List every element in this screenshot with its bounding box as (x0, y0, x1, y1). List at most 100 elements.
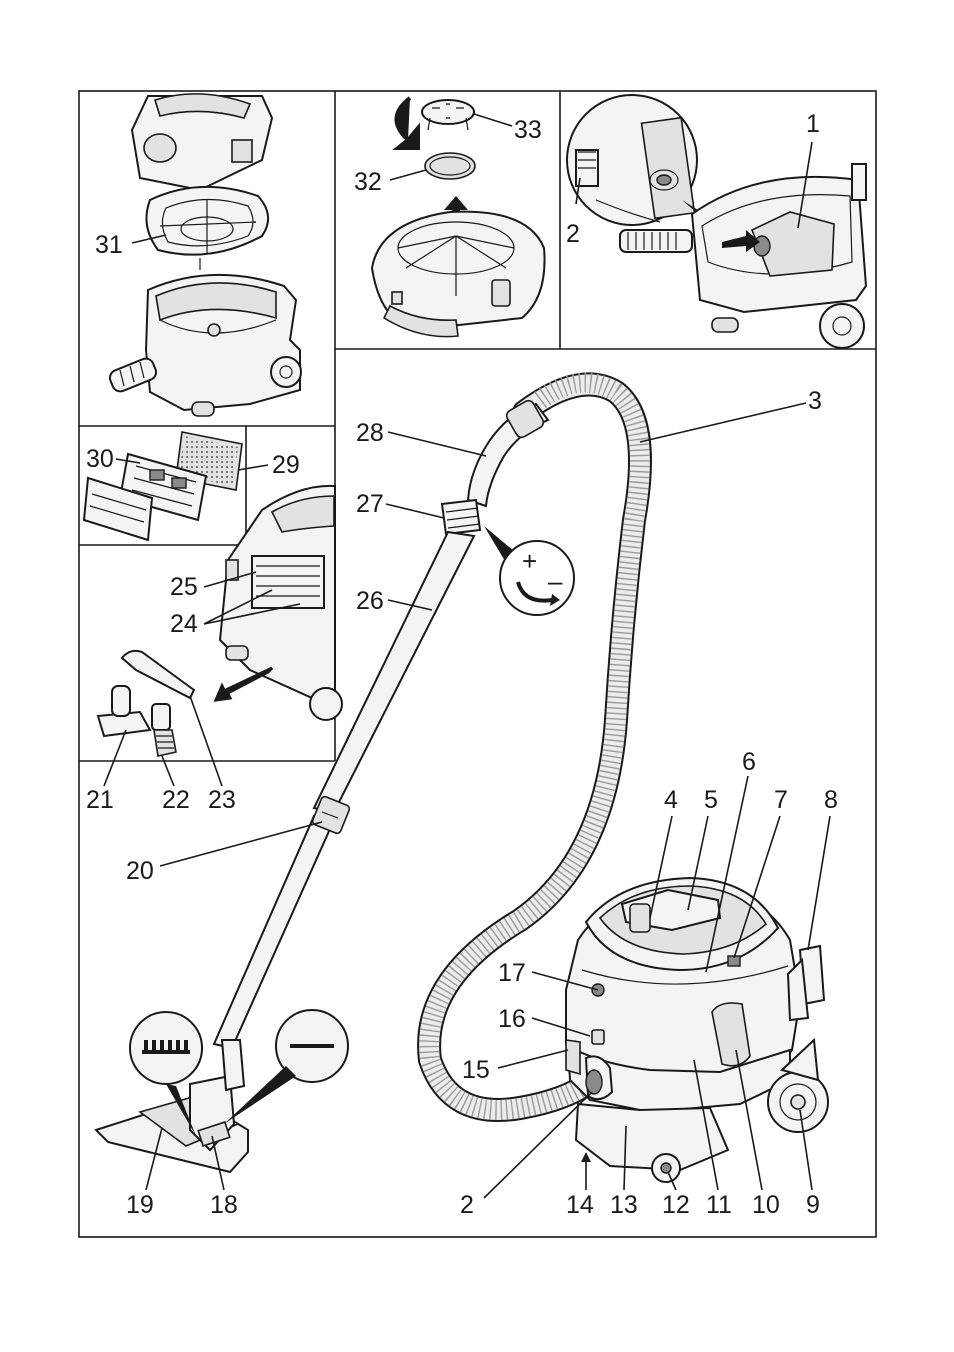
panel-accessory-storage: 25 24 21 22 23 (86, 484, 343, 814)
hose-handle-28 (466, 399, 550, 508)
leader-16 (531, 1017, 591, 1037)
leader-5 (687, 815, 709, 911)
leader-24b (203, 603, 301, 625)
label-16: 16 (498, 1005, 526, 1033)
leader-4 (649, 815, 673, 919)
crevice-nozzle-23 (120, 649, 196, 700)
smooth-floor-icon (224, 1009, 349, 1124)
remove-arrow-icon (213, 666, 274, 702)
leader-29 (237, 464, 269, 471)
minus-symbol: – (548, 566, 563, 596)
label-26: 26 (356, 587, 384, 615)
suction-hose-3 (417, 372, 652, 1122)
leader-13 (623, 1125, 627, 1191)
label-22: 22 (162, 786, 190, 814)
leader-32 (389, 169, 427, 181)
leader-11 (693, 1059, 719, 1191)
flat-filter-disc-32 (424, 152, 476, 180)
vacuum-device-body (565, 876, 829, 1183)
leader-30 (115, 458, 141, 464)
label-15: 15 (462, 1056, 490, 1084)
label-33: 33 (514, 116, 542, 144)
container-body-illustration (108, 274, 302, 417)
label-17: 17 (498, 959, 526, 987)
adjust-plus-minus-icon: + – (484, 526, 575, 616)
leader-8 (807, 815, 831, 951)
label-2-main: 2 (460, 1191, 474, 1219)
leader-10 (735, 1049, 763, 1191)
container-with-bag-illustration (619, 163, 868, 349)
upholstery-nozzle-21 (96, 685, 152, 738)
leader-14-arrowhead (581, 1152, 591, 1162)
label-20: 20 (126, 857, 154, 885)
label-12: 12 (662, 1191, 690, 1219)
plus-symbol: + (522, 546, 537, 576)
lid-top-illustration (130, 93, 274, 192)
leader-3 (639, 402, 807, 443)
device-rear-illustration (218, 484, 343, 721)
label-2-top: 2 (566, 220, 580, 248)
panel-flat-filter: 33 32 (354, 96, 546, 338)
label-23: 23 (208, 786, 236, 814)
leader-1 (797, 141, 813, 229)
filter-retainer-33 (421, 99, 475, 131)
panel-lid-filter-basket: 31 (95, 93, 302, 417)
air-regulation-slide-27 (440, 498, 482, 536)
label-4: 4 (664, 786, 678, 814)
label-6: 6 (742, 748, 756, 776)
leader-21 (103, 729, 127, 787)
leader-25 (203, 571, 257, 588)
filter-basket-31 (145, 185, 269, 270)
label-13: 13 (610, 1191, 638, 1219)
leader-26 (387, 599, 433, 611)
label-31: 31 (95, 231, 123, 259)
label-7: 7 (774, 786, 788, 814)
label-29: 29 (272, 451, 300, 479)
label-28: 28 (356, 419, 384, 447)
label-1: 1 (806, 110, 820, 138)
motor-head-illustration (370, 210, 546, 338)
leader-2-top (575, 177, 581, 205)
grille-cover (82, 476, 154, 542)
leader-27 (385, 503, 445, 519)
leader-15 (497, 1049, 569, 1069)
label-18: 18 (210, 1191, 238, 1219)
leader-6 (705, 775, 749, 973)
label-27: 27 (356, 490, 384, 518)
panel-filter-bag: 1 2 (566, 94, 868, 349)
label-24: 24 (170, 610, 198, 638)
rotation-arrow-icon (392, 96, 420, 150)
label-9: 9 (806, 1191, 820, 1219)
leader-23 (189, 695, 223, 787)
leader-31 (131, 234, 167, 244)
label-11: 11 (706, 1191, 732, 1219)
label-32: 32 (354, 168, 382, 196)
leader-7 (733, 815, 781, 959)
leader-9 (799, 1109, 813, 1191)
detail-zoom-circle (566, 94, 698, 226)
leader-17 (531, 971, 599, 991)
label-3: 3 (808, 387, 822, 415)
leader-12 (667, 1171, 677, 1191)
panel-exhaust-filter: 30 29 (82, 431, 300, 542)
label-10: 10 (752, 1191, 780, 1219)
label-25: 25 (170, 573, 198, 601)
main-device-view: + – (94, 372, 838, 1219)
leader-28 (387, 431, 487, 457)
leader-22 (161, 755, 175, 787)
label-5: 5 (704, 786, 718, 814)
label-21: 21 (86, 786, 114, 814)
leader-33 (473, 113, 513, 127)
leader-24a (203, 589, 273, 625)
brush-strip-icon (129, 1011, 203, 1136)
label-14: 14 (566, 1191, 594, 1219)
label-8: 8 (824, 786, 838, 814)
leader-19 (145, 1127, 163, 1191)
label-19: 19 (126, 1191, 154, 1219)
suction-tube-26 (212, 530, 476, 1050)
brush-nozzle-22 (151, 703, 177, 757)
leader-18 (211, 1135, 225, 1191)
leader-2-main (483, 1091, 593, 1199)
label-30: 30 (86, 445, 114, 473)
